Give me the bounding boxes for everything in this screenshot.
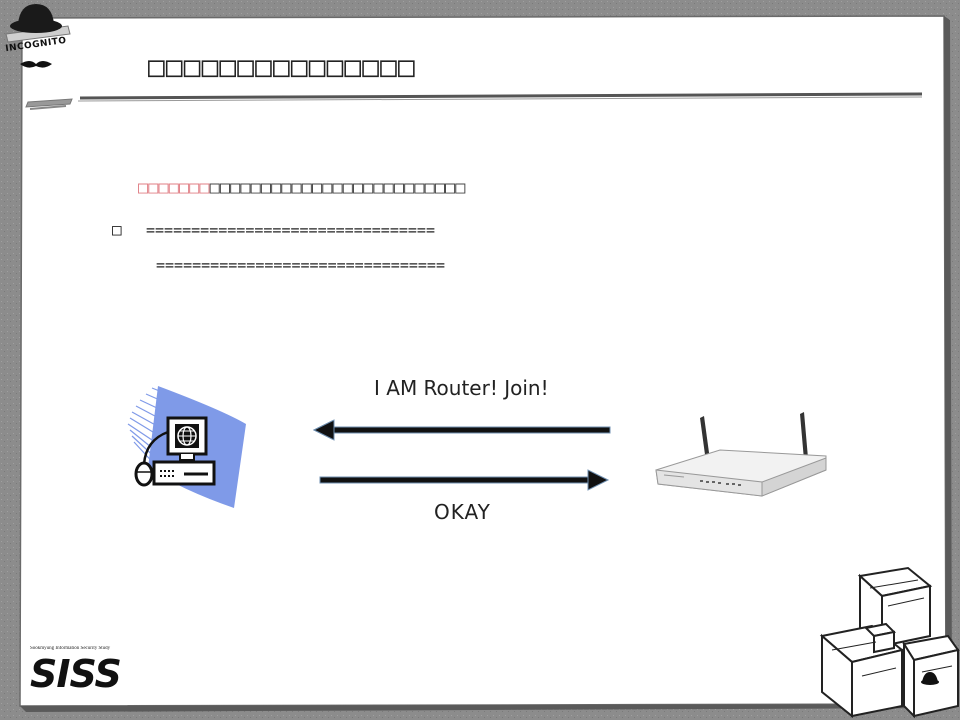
- subtitle-rest: □□□□□□□□□□□□□□□□□□□□□□□□□: [209, 178, 466, 198]
- siss-logo-text: SISS: [30, 652, 122, 696]
- computer-icon: [127, 386, 246, 508]
- router-icon: [655, 412, 827, 497]
- bullet-line-2: ================================: [156, 256, 445, 274]
- boxes-decoration-icon: [819, 566, 960, 719]
- bullet-line-1: ================================: [146, 221, 435, 239]
- bullet-marker: □: [112, 220, 122, 239]
- subtitle: □□□□□□□□□□□□□□□□□□□□□□□□□□□□□□□□: [138, 178, 466, 198]
- subtitle-highlight: □□□□□□□: [138, 178, 210, 198]
- message-bottom-label: OKAY: [434, 500, 491, 524]
- arrow-pc-to-router: [319, 469, 610, 491]
- logo-icon: [5, 4, 71, 68]
- message-top-label: I AM Router! Join!: [374, 376, 549, 400]
- slide-title: □□□□□□□□□□□□□□□: [148, 50, 416, 83]
- message-arrows: [312, 419, 611, 491]
- siss-small-text: Sookmyung Information Security Study: [30, 646, 111, 651]
